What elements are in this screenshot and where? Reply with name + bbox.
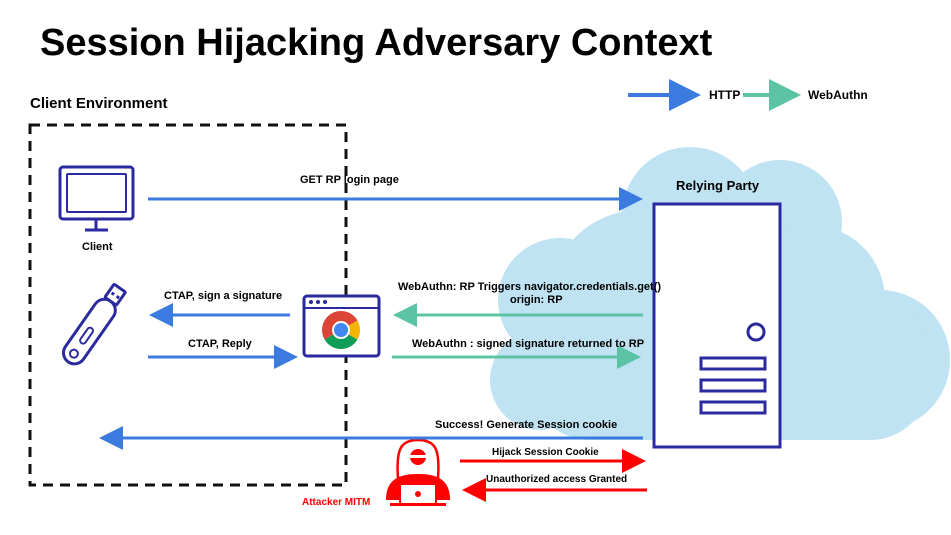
msg-hijack-cookie: Hijack Session Cookie	[492, 447, 599, 458]
msg-get-login: GET RP login page	[300, 174, 399, 186]
msg-webauthn-origin: origin: RP	[510, 294, 563, 306]
attacker-label: Attacker MITM	[302, 497, 371, 508]
msg-unauthorized-access: Unauthorized access Granted	[486, 474, 628, 485]
client-environment-boundary	[28, 123, 348, 487]
msg-success-cookie: Success! Generate Session cookie	[435, 419, 618, 431]
server-icon	[652, 202, 782, 449]
diagram-title: Session Hijacking Adversary Context	[40, 22, 713, 64]
legend-webauthn-label: WebAuthn	[808, 88, 868, 102]
client-label: Client	[82, 241, 113, 253]
msg-webauthn-trigger: WebAuthn: RP Triggers navigator.credenti…	[398, 281, 662, 293]
legend-http-label: HTTP	[709, 88, 741, 102]
monitor-icon	[58, 165, 135, 232]
chrome-logo-icon	[322, 311, 360, 349]
client-environment-label: Client Environment	[30, 95, 168, 112]
msg-ctap-sign: CTAP, sign a signature	[164, 290, 283, 302]
relying-party-label: Relying Party	[676, 178, 760, 193]
msg-ctap-reply: CTAP, Reply	[188, 338, 252, 350]
msg-webauthn-signed: WebAuthn : signed signature returned to …	[412, 338, 645, 350]
hacker-icon	[386, 438, 450, 506]
security-key-icon	[61, 283, 127, 366]
